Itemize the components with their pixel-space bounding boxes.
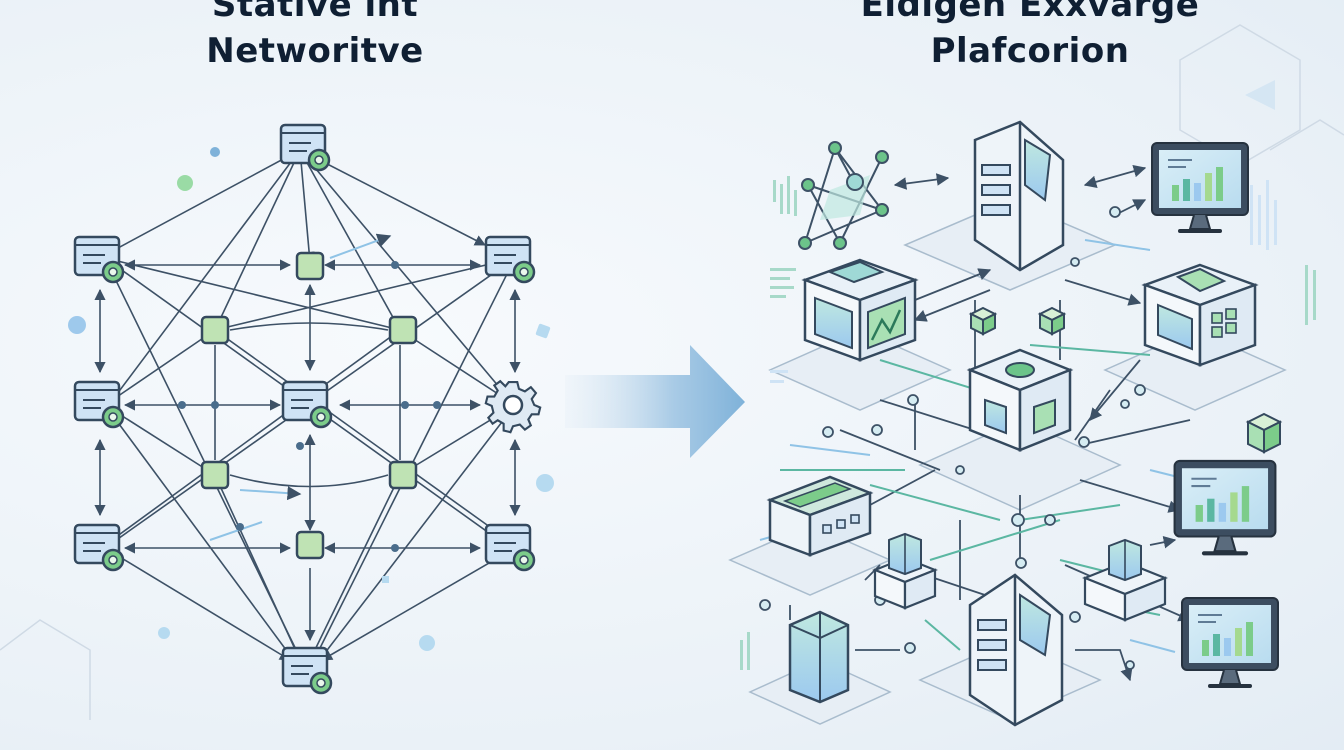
- left-title-line-2: Networitve: [206, 31, 424, 71]
- monitor-chart-icon: [1150, 141, 1250, 233]
- transition-arrow-icon: [565, 345, 745, 458]
- data-cube-icon: [803, 258, 917, 362]
- small-cube-icons: [968, 306, 1283, 454]
- document-server-icon: [281, 646, 333, 695]
- hub-node: [388, 460, 418, 490]
- hub-node: [388, 315, 418, 345]
- document-server-icon: [73, 380, 125, 429]
- storage-box-icon: [766, 475, 874, 557]
- hub-node: [295, 251, 325, 281]
- data-cube-icon: [966, 348, 1074, 452]
- left-panel-title: Stative int Networitve: [130, 0, 500, 74]
- monitor-chart-icon: [1175, 461, 1276, 553]
- decorative-dots: [68, 147, 554, 651]
- document-server-icon: [484, 235, 536, 284]
- document-server-icon: [279, 123, 331, 172]
- right-title-line-2: Plafcorion: [930, 31, 1130, 71]
- document-server-icon: [73, 523, 125, 572]
- data-cube-icon: [1143, 263, 1257, 367]
- hub-node: [200, 460, 230, 490]
- right-panel-title: Eidigen Exxvarge Plafcorion: [780, 0, 1280, 74]
- hub-node: [200, 315, 230, 345]
- document-server-icon: [73, 235, 125, 284]
- server-tower-icon: [973, 120, 1065, 272]
- left-title-line-1: Stative int: [211, 0, 419, 25]
- background-hexagons: [0, 24, 1344, 720]
- hub-node: [295, 530, 325, 560]
- decorative-grid-stripes: [740, 176, 1316, 670]
- monitor-chart-icon: [1180, 596, 1280, 688]
- glass-pillar-icon: [788, 610, 850, 704]
- left-network-diagram: [94, 149, 521, 670]
- server-tower-icon: [1082, 538, 1168, 622]
- document-server-icon: [281, 380, 333, 429]
- server-tower-icon: [872, 532, 938, 610]
- left-junction-dots: [178, 261, 441, 552]
- document-server-icon: [484, 523, 536, 572]
- right-title-line-1: Eidigen Exxvarge: [860, 0, 1200, 25]
- network-graph-icon: [798, 141, 889, 250]
- server-tower-icon: [968, 573, 1064, 727]
- settings-gear-icon: [484, 379, 542, 434]
